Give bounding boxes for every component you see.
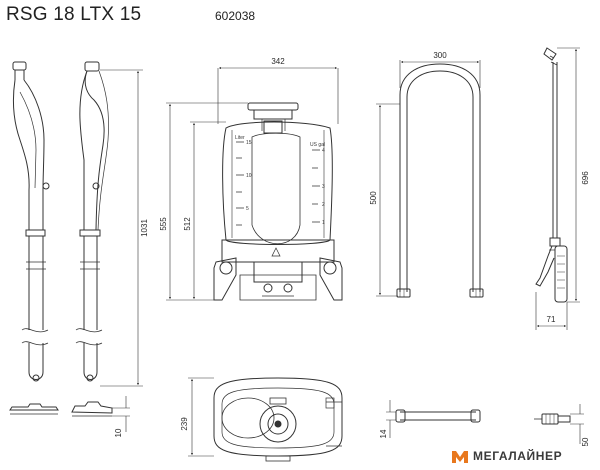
dim-frame-height — [376, 103, 400, 297]
tank-top-view — [213, 377, 343, 462]
lance-side-view — [535, 47, 568, 303]
dim-hose-length — [100, 69, 143, 387]
label-tank-height-body: 512 — [183, 217, 192, 231]
product-title: RSG 18 LTX 15 — [6, 4, 142, 25]
article-number: 602038 — [215, 9, 256, 23]
scale-mark-10: 10 — [246, 173, 252, 179]
dim-lance-handle — [535, 292, 568, 330]
dim-frame-width — [399, 60, 481, 88]
dim-hose-bottom — [112, 396, 130, 432]
frame-profile-view — [395, 409, 481, 423]
brand-logo-icon — [452, 451, 468, 463]
scale-mark-gal-4: 4 — [322, 148, 325, 154]
lance-nozzle-view — [534, 413, 571, 425]
dim-lance-nozzle — [570, 404, 584, 444]
hose-front-view — [9, 61, 59, 415]
scale-mark-gal-1: 1 — [322, 220, 325, 226]
label-frame-profile: 14 — [379, 429, 388, 438]
label-lance-nozzle: 50 — [581, 437, 590, 446]
scale-mark-gal-3: 3 — [322, 184, 325, 190]
label-hose-bottom: 10 — [114, 428, 123, 437]
brand-mark: МЕГАЛАЙНЕР — [451, 447, 562, 465]
scale-unit-liter: Liter — [235, 135, 245, 141]
label-lance-length: 696 — [581, 171, 590, 185]
dim-lance-length — [557, 47, 580, 303]
scale-mark-5: 5 — [246, 206, 249, 212]
label-tank-width: 342 — [271, 57, 285, 66]
label-tank-depth: 239 — [180, 417, 189, 431]
dim-tank-depth — [188, 377, 214, 457]
dim-tank-height-body — [190, 121, 226, 300]
label-hose-length: 1031 — [140, 219, 149, 237]
dim-frame-profile — [386, 400, 396, 438]
hose-side-view — [71, 61, 113, 417]
tank-front-view — [213, 102, 343, 301]
scale-mark-15: 15 — [246, 140, 252, 146]
label-lance-handle: 71 — [547, 315, 556, 324]
frame-side-view — [396, 63, 484, 298]
brand-name: МЕГАЛАЙНЕР — [473, 449, 563, 463]
dim-tank-width — [217, 66, 339, 124]
label-frame-width: 300 — [433, 51, 447, 60]
label-frame-height: 500 — [369, 191, 378, 205]
scale-unit-gal: US gal — [310, 142, 325, 148]
label-tank-height-total: 555 — [159, 217, 168, 231]
dim-tank-height-total — [166, 102, 248, 301]
scale-mark-gal-2: 2 — [322, 202, 325, 208]
